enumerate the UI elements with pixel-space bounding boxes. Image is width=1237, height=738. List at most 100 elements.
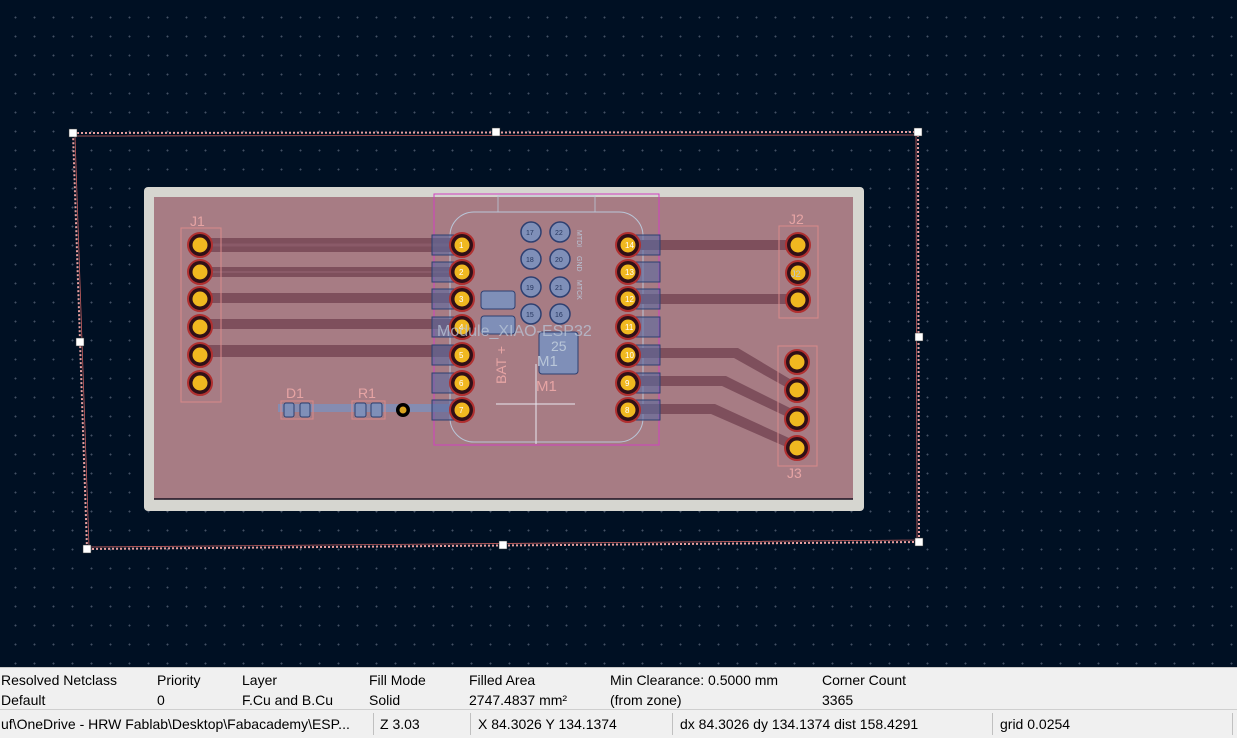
msg-value: (from zone)	[610, 692, 682, 708]
bat-label: BAT +	[493, 346, 509, 384]
msg-value: 2747.4837 mm²	[469, 692, 568, 708]
pad-number: 22	[555, 230, 563, 237]
pad-number: 6	[459, 379, 464, 388]
pad-number: 7	[459, 406, 464, 415]
traces-j1[interactable]	[200, 238, 464, 357]
pad-number: 8	[625, 406, 630, 415]
pad-number: 4	[459, 323, 464, 332]
module-pad-left-4[interactable]: 4	[431, 314, 475, 340]
connector-j1[interactable]: J1	[180, 213, 222, 403]
msg-label: Resolved Netclass	[1, 672, 117, 688]
pad-number: 20	[555, 257, 563, 264]
d1-reference: D1	[286, 385, 304, 401]
module-pad-left-5[interactable]: 5	[431, 342, 475, 368]
status-separator	[470, 713, 471, 735]
zone-outline[interactable]	[71, 130, 921, 551]
pad-number: 9	[625, 379, 630, 388]
msg-value: Solid	[369, 692, 401, 708]
status-delta: dx 84.3026 dy 134.1374 dist 158.4291	[680, 716, 919, 732]
pad-number: 10	[625, 351, 634, 360]
status-grid: grid 0.0254	[1000, 716, 1071, 732]
status-separator	[373, 713, 374, 735]
module-left-pads[interactable]: 1 2 3 4 5 6 7	[431, 232, 475, 423]
msg-col-layer: Layer F.Cu and B.Cu	[242, 670, 333, 710]
msg-label: Fill Mode	[369, 672, 426, 688]
msg-col-corner-count: Corner Count 3365	[822, 670, 906, 710]
r1-reference: R1	[358, 385, 376, 401]
module-bottom-pad-15[interactable]: 15	[520, 303, 542, 325]
module-bottom-pad-18[interactable]: 18	[520, 248, 542, 270]
module-usb-outline	[497, 195, 596, 213]
m1-fab-reference: M1	[537, 353, 558, 370]
pad-number: 1	[459, 241, 464, 250]
pad-number: 11	[625, 323, 634, 332]
msg-value: Default	[1, 692, 46, 708]
module-value-text: Module_XIAO-ESP32	[437, 323, 592, 340]
module-pad-left-2[interactable]: 2	[431, 259, 475, 285]
pad-number: 3	[459, 295, 464, 304]
diode-d1[interactable]: D1	[280, 385, 314, 420]
module-pad-right-11[interactable]: 11	[615, 314, 661, 340]
module-pad-left-7[interactable]: 7	[431, 397, 475, 423]
msg-label: Layer	[242, 672, 278, 688]
module-pad-right-9[interactable]: 9	[615, 370, 661, 396]
module-bottom-pads[interactable]: 17 22 18 20 19 21 15 16	[520, 221, 571, 325]
connector-j2[interactable]: J2 J2	[778, 211, 819, 319]
pad-number: 15	[526, 312, 534, 319]
pin-name-mtdi: MTDI	[575, 230, 582, 247]
pad-number: 14	[625, 241, 634, 250]
status-separator	[992, 713, 993, 735]
msg-label: Min Clearance: 0.5000 mm	[610, 672, 779, 688]
msg-col-priority: Priority 0	[157, 670, 201, 710]
module-pad-right-13[interactable]: 13	[615, 259, 661, 285]
module-pad-left-1[interactable]: 1	[431, 232, 475, 258]
module-smd-pad-2[interactable]	[480, 315, 516, 335]
module-pad-left-3[interactable]: 3	[431, 286, 475, 312]
j3-reference: J3	[787, 465, 802, 481]
msg-col-filled-area: Filled Area 2747.4837 mm²	[469, 670, 567, 710]
status-bar: uf\OneDrive - HRW Fablab\Desktop\Fabacad…	[0, 709, 1237, 738]
status-separator	[672, 713, 673, 735]
j2-fab-label: J2	[791, 269, 801, 279]
pad-number: 17	[526, 230, 534, 237]
msg-label: Filled Area	[469, 672, 536, 688]
module-pad-right-14[interactable]: 14	[615, 232, 661, 258]
module-bottom-pad-19[interactable]: 19	[520, 276, 542, 298]
resistor-r1[interactable]: R1	[351, 385, 386, 420]
module-bottom-pad-16[interactable]: 16	[549, 303, 571, 325]
status-separator	[1232, 713, 1233, 735]
module-pad-right-10[interactable]: 10	[615, 342, 661, 368]
module-pad-right-12[interactable]: 12	[615, 286, 661, 312]
module-pad-right-8[interactable]: 8	[615, 397, 661, 423]
module-right-pads[interactable]: 14 13 12 11 10 9 8	[615, 232, 661, 423]
pad-number: 13	[625, 268, 634, 277]
zone-selection-handles[interactable]	[68, 127, 924, 554]
j1-reference: J1	[190, 213, 205, 229]
module-bottom-pad-17[interactable]: 17	[520, 221, 542, 243]
pad-number: 12	[625, 295, 634, 304]
pin-name-mtck: MTCK	[575, 280, 582, 300]
pad-25-label: 25	[551, 338, 567, 354]
pad-number: 16	[555, 312, 563, 319]
status-cursor-position: X 84.3026 Y 134.1374	[478, 716, 617, 732]
module-smd-pad-1[interactable]	[480, 290, 516, 310]
msg-value: 3365	[822, 692, 854, 708]
module-bottom-pad-22[interactable]: 22	[549, 221, 571, 243]
module-pad-left-6[interactable]: 6	[431, 370, 475, 396]
pad-number: 19	[526, 285, 534, 292]
j2-reference: J2	[789, 211, 804, 227]
pin-name-gnd: GND	[575, 256, 582, 272]
status-zoom: Z 3.03	[380, 716, 420, 732]
module-smd-pad-25[interactable]	[538, 331, 579, 375]
msg-col-netclass: Resolved Netclass Default	[1, 670, 117, 710]
pad-number: 2	[459, 268, 464, 277]
module-bottom-pad-20[interactable]: 20	[549, 248, 571, 270]
module-bottom-pad-21[interactable]: 21	[549, 276, 571, 298]
m1-reference: M1	[536, 378, 557, 395]
connector-j3[interactable]: J3	[777, 345, 818, 481]
pad-number: 18	[526, 257, 534, 264]
j1-pads	[187, 232, 213, 396]
pad-number: 5	[459, 351, 464, 360]
